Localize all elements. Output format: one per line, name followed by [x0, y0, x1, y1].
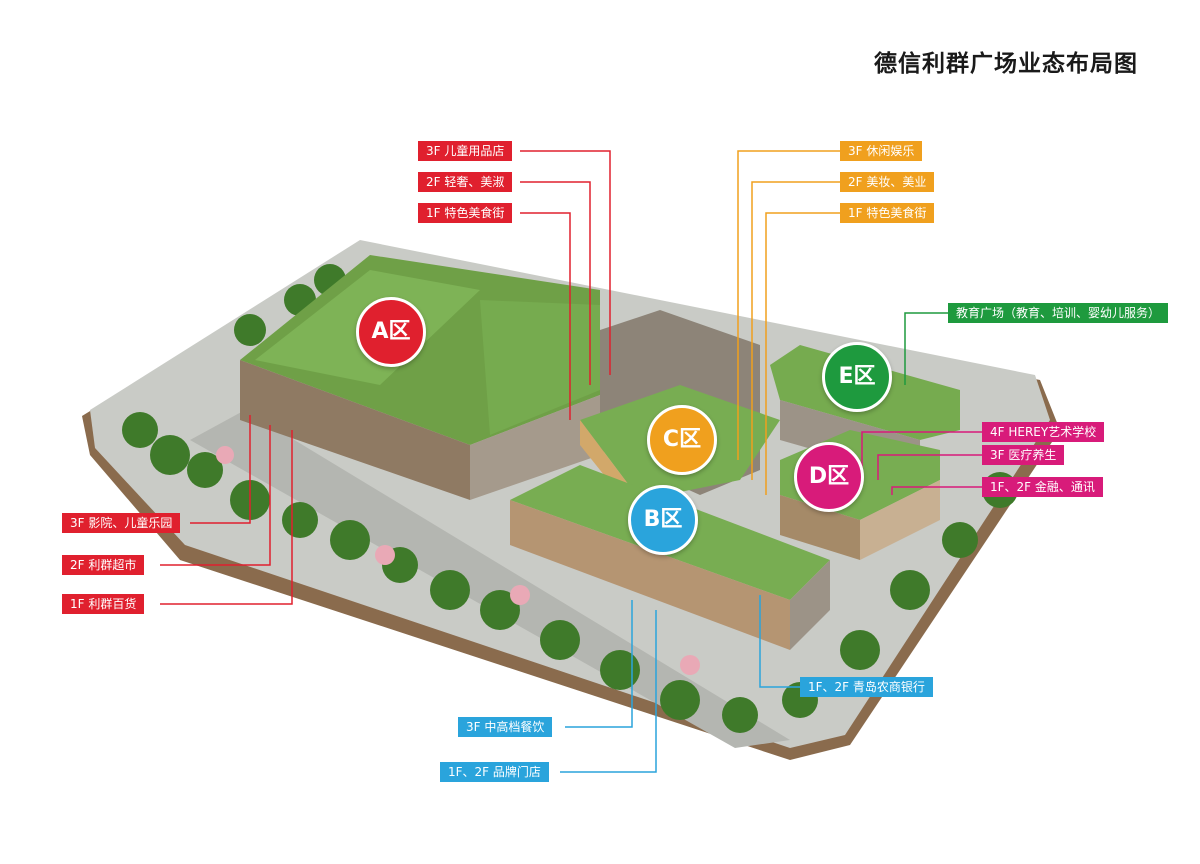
label-e-education: 教育广场（教育、培训、婴幼儿服务） — [948, 303, 1169, 323]
label-b-12f-bank: 1F、2F 青岛农商银行 — [800, 677, 933, 697]
label-a-2f-super: 2F 利群超市 — [62, 555, 145, 575]
label-b-3f-dining: 3F 中高档餐饮 — [458, 717, 553, 737]
leader-lines-a — [160, 150, 611, 605]
leader-lines-c — [737, 150, 840, 495]
trees — [122, 264, 1018, 733]
page-title: 德信利群广场业态布局图 — [874, 51, 1138, 77]
zone-badge-c: C区 — [647, 405, 717, 475]
leader-line-e — [904, 312, 948, 385]
label-d-12f-finance: 1F、2F 金融、通讯 — [982, 477, 1103, 497]
leader-lines-b — [560, 595, 800, 773]
label-c-2f-beauty: 2F 美妆、美业 — [840, 172, 935, 192]
street — [190, 410, 790, 748]
label-c-1f-food: 1F 特色美食街 — [840, 203, 935, 223]
label-a-3f-cinema: 3F 影院、儿童乐园 — [62, 513, 181, 533]
zone-badge-b: B区 — [628, 485, 698, 555]
label-a-1f-dept: 1F 利群百货 — [62, 594, 145, 614]
zone-badge-e: E区 — [822, 342, 892, 412]
label-c-3f-leisure: 3F 休闲娱乐 — [840, 141, 923, 161]
label-a-1f-food: 1F 特色美食街 — [418, 203, 513, 223]
label-d-4f-art: 4F HEREY艺术学校 — [982, 422, 1105, 442]
label-b-12f-brand: 1F、2F 品牌门店 — [440, 762, 549, 782]
label-a-2f-luxury: 2F 轻奢、美淑 — [418, 172, 513, 192]
label-a-3f-kids: 3F 儿童用品店 — [418, 141, 513, 161]
zone-badge-d: D区 — [794, 442, 864, 512]
zone-badge-a: A区 — [356, 297, 426, 367]
leader-lines-d — [861, 431, 982, 495]
label-d-3f-medical: 3F 医疗养生 — [982, 445, 1065, 465]
